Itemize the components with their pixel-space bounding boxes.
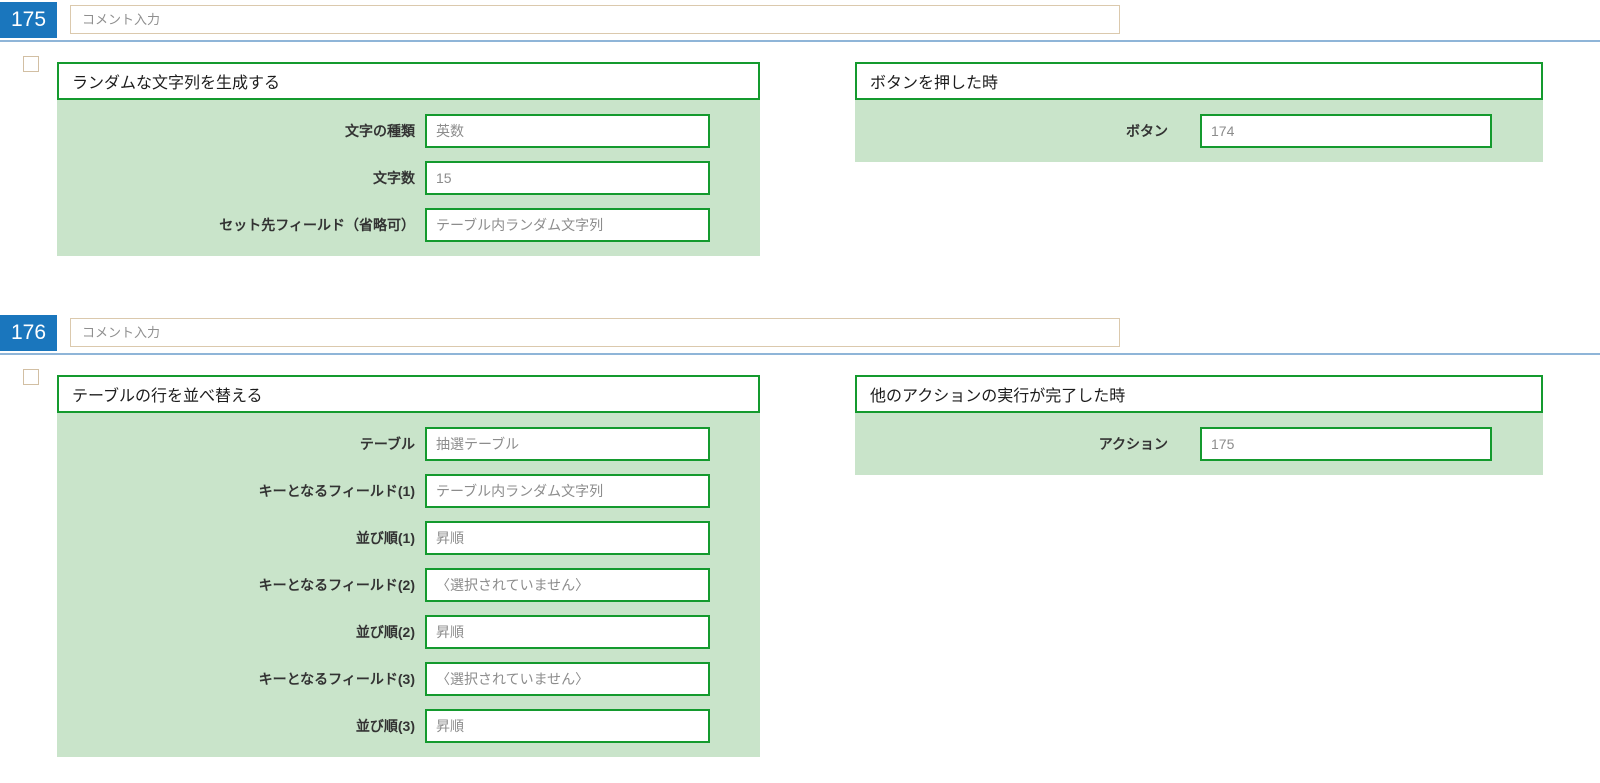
field-row: 並び順(1) (57, 521, 760, 555)
field-label: キーとなるフィールド(2) (258, 577, 415, 593)
trigger-title[interactable]: 他のアクションの実行が完了した時 (855, 375, 1543, 413)
field-label: 並び順(2) (355, 624, 415, 640)
field-input-action[interactable] (1200, 427, 1492, 461)
field-row: アクション (855, 427, 1543, 461)
field-row: キーとなるフィールド(1) (57, 474, 760, 508)
field-label: ボタン (1126, 123, 1168, 139)
field-label: セット先フィールド（省略可） (219, 217, 415, 233)
field-input-key-field-3[interactable] (425, 662, 710, 696)
field-row: 並び順(3) (57, 709, 760, 743)
step-number-badge: 175 (0, 2, 57, 38)
trigger-panel: ボタン (855, 100, 1543, 162)
section-divider (0, 353, 1600, 355)
field-input-key-field-2[interactable] (425, 568, 710, 602)
trigger-config-group: 他のアクションの実行が完了した時 アクション (855, 375, 1543, 475)
field-input-target-field[interactable] (425, 208, 710, 242)
step-number-badge: 176 (0, 315, 57, 351)
trigger-title[interactable]: ボタンを押した時 (855, 62, 1543, 100)
action-title[interactable]: テーブルの行を並べ替える (57, 375, 760, 413)
comment-input[interactable] (70, 5, 1120, 34)
field-row: ボタン (855, 114, 1543, 148)
field-row: 並び順(2) (57, 615, 760, 649)
field-label: アクション (1098, 436, 1168, 452)
trigger-config-group: ボタンを押した時 ボタン (855, 62, 1543, 162)
field-label: 文字の種類 (345, 123, 415, 139)
action-title[interactable]: ランダムな文字列を生成する (57, 62, 760, 100)
field-label: 並び順(3) (355, 718, 415, 734)
action-config-group: ランダムな文字列を生成する 文字の種類 文字数 セット先フィールド（省略可） (57, 62, 760, 256)
field-row: テーブル (57, 427, 760, 461)
field-input-sort-order-3[interactable] (425, 709, 710, 743)
action-panel: テーブル キーとなるフィールド(1) 並び順(1) キーとなるフィールド(2) … (57, 413, 760, 757)
field-input-button[interactable] (1200, 114, 1492, 148)
field-input-key-field-1[interactable] (425, 474, 710, 508)
field-label: キーとなるフィールド(1) (258, 483, 415, 499)
field-label: 文字数 (373, 170, 415, 186)
comment-input[interactable] (70, 318, 1120, 347)
field-row: セット先フィールド（省略可） (57, 208, 760, 242)
field-input-char-count[interactable] (425, 161, 710, 195)
action-config-group: テーブルの行を並べ替える テーブル キーとなるフィールド(1) 並び順(1) キ… (57, 375, 760, 757)
field-input-char-type[interactable] (425, 114, 710, 148)
field-row: 文字数 (57, 161, 760, 195)
field-row: キーとなるフィールド(3) (57, 662, 760, 696)
row-select-checkbox[interactable] (23, 56, 39, 72)
row-select-checkbox[interactable] (23, 369, 39, 385)
field-label: テーブル (359, 436, 415, 452)
field-label: キーとなるフィールド(3) (258, 671, 415, 687)
field-row: キーとなるフィールド(2) (57, 568, 760, 602)
field-label: 並び順(1) (355, 530, 415, 546)
field-input-sort-order-1[interactable] (425, 521, 710, 555)
section-divider (0, 40, 1600, 42)
field-row: 文字の種類 (57, 114, 760, 148)
trigger-panel: アクション (855, 413, 1543, 475)
field-input-sort-order-2[interactable] (425, 615, 710, 649)
field-input-table[interactable] (425, 427, 710, 461)
action-panel: 文字の種類 文字数 セット先フィールド（省略可） (57, 100, 760, 256)
